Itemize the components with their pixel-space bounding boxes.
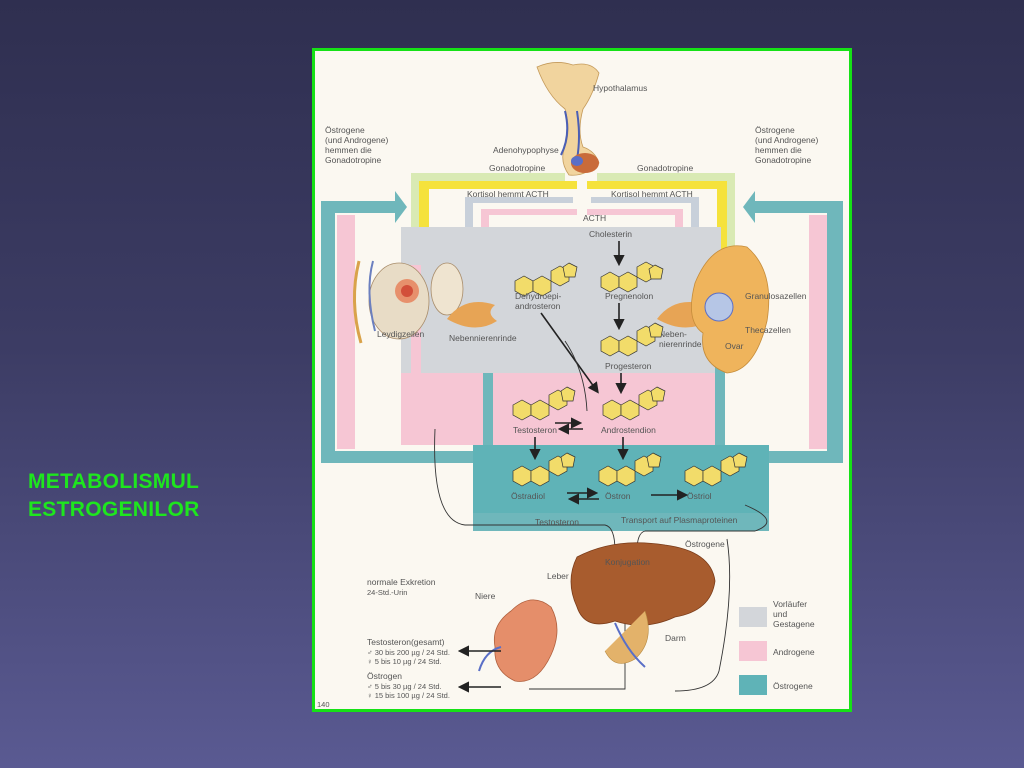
molecule-progesteron	[600, 322, 664, 357]
label-darm: Darm	[665, 633, 686, 643]
label-oestriol: Östriol	[687, 491, 712, 501]
feedback-right-line: Gonadotropine	[755, 155, 812, 165]
label-kortisol-right: Kortisol hemmt ACTH	[611, 189, 693, 199]
transport-lines	[434, 340, 768, 692]
slide-title-line-2: ESTROGENILOR	[28, 498, 200, 521]
legend-label-precursor-3: Gestagene	[773, 619, 815, 629]
label-nebennierenrinde-right-2: nierenrinde	[659, 339, 702, 349]
estrogen-feedback-arrow-right	[719, 191, 843, 463]
pathway-arrows	[529, 241, 689, 505]
pituitary-illustration	[536, 62, 600, 176]
label-testosteron-transport: Testosteron	[535, 517, 579, 527]
kidney-illustration	[478, 599, 558, 682]
feedback-right-line: Östrogene	[755, 125, 795, 135]
legend-swatch-precursor	[739, 607, 767, 627]
testis-illustration	[353, 260, 464, 344]
label-adenohypophyse: Adenohypophyse	[493, 145, 559, 155]
molecule-dehydroepiandrosteron	[514, 262, 578, 297]
feedback-left-line: Gonadotropine	[325, 155, 382, 165]
liver-illustration	[570, 542, 716, 668]
label-leydigzellen: Leydigzellen	[377, 329, 425, 339]
label-dehydroepiandrosteron-1: Dehydroepi-	[515, 291, 561, 301]
label-ovar: Ovar	[725, 341, 744, 351]
label-testosteron-male: ♂ 30 bis 200 µg / 24 Std.	[367, 648, 450, 657]
label-hypothalamus: Hypothalamus	[593, 83, 647, 93]
steroid-metabolism-diagram: Hypothalamus Adenohypophyse Gonadotropin…	[317, 62, 843, 709]
page-number: 140	[317, 700, 330, 709]
label-granulosazellen: Granulosazellen	[745, 291, 807, 301]
feedback-left-line: (und Androgene)	[325, 135, 388, 145]
molecule-oestron	[598, 452, 662, 487]
feedback-left-line: hemmen die	[325, 145, 372, 155]
label-testosteron-gesamt: Testosteron(gesamt)	[367, 637, 445, 647]
molecule-androstendion	[602, 386, 666, 421]
label-konjugation: Konjugation	[605, 557, 650, 567]
legend-label-precursor-1: Vorläufer	[773, 599, 807, 609]
teal-strip-left	[483, 373, 493, 445]
label-nebennierenrinde-left: Nebennierenrinde	[449, 333, 517, 343]
label-gonadotropine-left: Gonadotropine	[489, 163, 546, 173]
label-oestrogene-liver: Östrogene	[685, 539, 725, 549]
legend-swatch-androgen	[739, 641, 767, 661]
molecule-testosteron	[512, 386, 576, 421]
label-oestrogen-male: ♂ 5 bis 30 µg / 24 Std.	[367, 682, 442, 691]
label-testosteron: Testosteron	[513, 425, 557, 435]
label-acth: ACTH	[583, 213, 606, 223]
legend-label-androgen: Androgene	[773, 647, 815, 657]
legend-swatch-estrogen	[739, 675, 767, 695]
label-kortisol-left: Kortisol hemmt ACTH	[467, 189, 549, 199]
androgen-band	[401, 373, 721, 445]
label-oestron: Östron	[605, 491, 631, 501]
label-nebennierenrinde-right-1: Neben-	[659, 329, 687, 339]
label-progesteron: Progesteron	[605, 361, 652, 371]
pink-strip-left	[411, 265, 421, 445]
slide-title: METABOLISMUL ESTROGENILOR	[28, 468, 288, 524]
label-gonadotropine-right: Gonadotropine	[637, 163, 694, 173]
legend-label-estrogen: Östrogene	[773, 681, 813, 691]
label-thecazellen: Thecazellen	[745, 325, 791, 335]
feedback-right-line: hemmen die	[755, 145, 802, 155]
label-niere: Niere	[475, 591, 496, 601]
label-pregnenolon: Pregnenolon	[605, 291, 653, 301]
androgen-loop-right	[809, 215, 827, 449]
adrenal-left-illustration	[447, 302, 497, 328]
label-dehydroepiandrosteron-2: androsteron	[515, 301, 561, 311]
androgen-loop-left	[337, 215, 355, 449]
label-oestrogen-female: ♀ 15 bis 100 µg / 24 Std.	[367, 691, 450, 700]
figure-frame: Hypothalamus Adenohypophyse Gonadotropin…	[312, 48, 852, 712]
feedback-right-line: (und Androgene)	[755, 135, 818, 145]
label-oestrogen: Östrogen	[367, 671, 402, 681]
label-oestradiol: Östradiol	[511, 491, 545, 501]
label-androstendion: Androstendion	[601, 425, 656, 435]
legend: Vorläufer und Gestagene Androgene Östrog…	[739, 599, 815, 695]
label-testosteron-female: ♀ 5 bis 10 µg / 24 Std.	[367, 657, 442, 666]
molecule-pregnenolon	[600, 261, 664, 293]
molecule-oestradiol	[512, 452, 576, 487]
transport-band	[473, 513, 769, 531]
molecule-oestriol	[684, 452, 748, 487]
legend-label-precursor-2: und	[773, 609, 787, 619]
feedback-text-left: Östrogene (und Androgene) hemmen die Gon…	[325, 125, 388, 165]
label-urine-24h: 24-Std.-Urin	[367, 588, 407, 597]
label-normal-excretion: normale Exkretion	[367, 577, 436, 587]
feedback-text-right: Östrogene (und Androgene) hemmen die Gon…	[755, 125, 818, 165]
slide-title-line-1: METABOLISMUL	[28, 470, 200, 493]
label-leber: Leber	[547, 571, 569, 581]
feedback-left-line: Östrogene	[325, 125, 365, 135]
label-cholesterin: Cholesterin	[589, 229, 632, 239]
ovary-illustration	[691, 245, 770, 374]
label-transport-protein: Transport auf Plasmaproteinen	[621, 515, 738, 525]
